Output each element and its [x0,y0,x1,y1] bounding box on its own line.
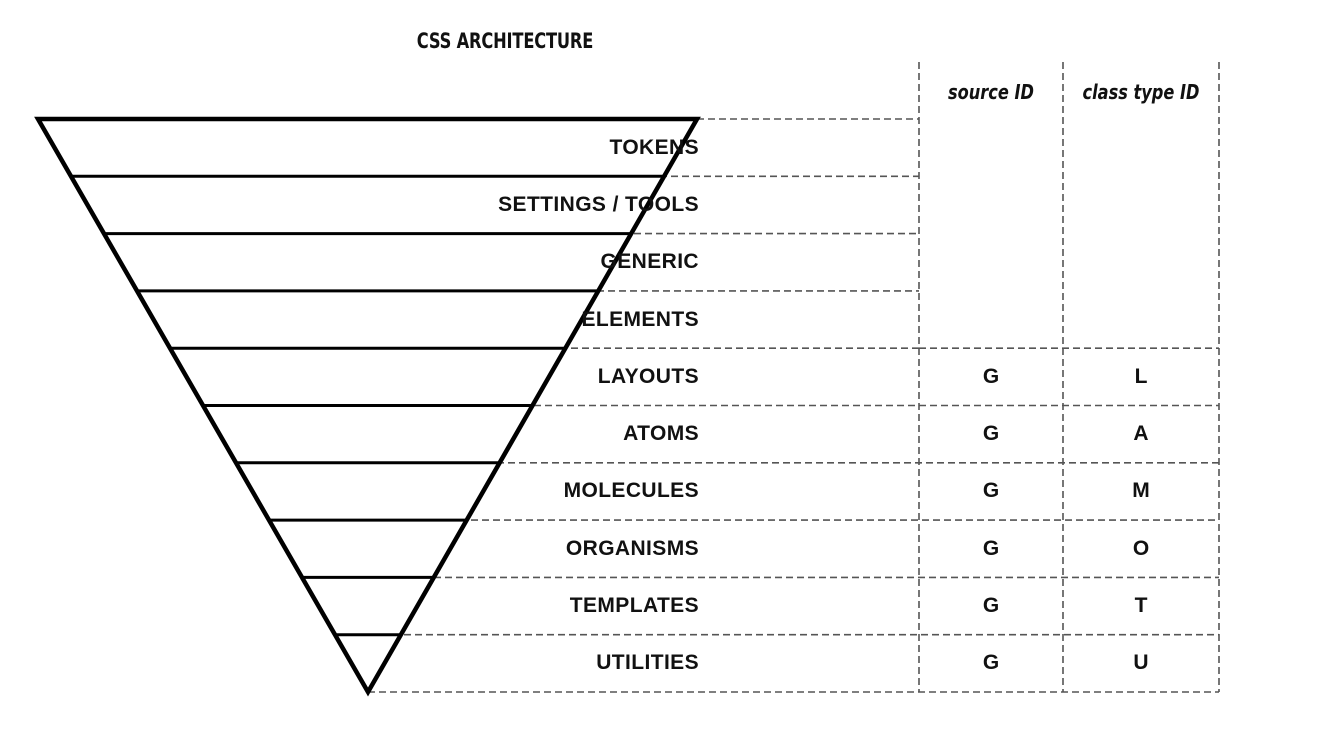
cell-class-type-id-molecules: M [1132,479,1150,503]
layer-label-molecules: MOLECULES [563,479,699,503]
layer-label-tokens: TOKENS [609,135,699,159]
cell-class-type-id-organisms: O [1132,536,1150,560]
cell-class-type-id-layouts: L [1134,364,1148,388]
layer-label-layouts: LAYOUTS [597,364,699,388]
column-header-source-id: source ID [948,80,1034,104]
layer-label-organisms: ORGANISMS [565,536,699,560]
layer-label-elements: ELEMENTS [581,307,699,331]
cell-source-id-layouts: G [982,364,1000,388]
page-title: CSS ARCHITECTURE [416,29,594,53]
table-vertical-rules [918,62,1220,692]
table-row: MOLECULES G M [0,463,1337,520]
inverted-triangle-funnel [34,116,701,697]
table-row: ORGANISMS G O [0,520,1337,577]
layer-label-templates: TEMPLATES [569,594,699,618]
cell-source-id-templates: G [982,594,1000,618]
column-header-class-type-id: class type ID [1082,80,1200,104]
cell-class-type-id-templates: T [1134,594,1148,618]
table-row: TOKENS [0,119,1337,176]
table-row: SETTINGS / TOOLS [0,176,1337,233]
cell-class-type-id-atoms: A [1133,422,1149,446]
table-row: LAYOUTS G L [0,348,1337,405]
cell-source-id-utilities: G [982,651,1000,675]
table-body: TOKENS SETTINGS / TOOLS GENERIC ELEMENTS… [0,119,1337,692]
layer-label-generic: GENERIC [600,250,699,274]
cell-source-id-molecules: G [982,479,1000,503]
layer-label-settings-tools: SETTINGS / TOOLS [498,192,699,216]
table-horizontal-rules [368,118,1219,693]
cell-source-id-organisms: G [982,536,1000,560]
cell-source-id-atoms: G [982,422,1000,446]
cell-class-type-id-utilities: U [1133,651,1149,675]
layer-label-atoms: ATOMS [623,422,699,446]
table-row: TEMPLATES G T [0,577,1337,634]
layer-label-utilities: UTILITIES [596,651,699,675]
table-row: UTILITIES G U [0,635,1337,692]
table-row: GENERIC [0,234,1337,291]
table-row: ELEMENTS [0,291,1337,348]
funnel-band-dividers [71,174,664,637]
table-row: ATOMS G A [0,406,1337,463]
